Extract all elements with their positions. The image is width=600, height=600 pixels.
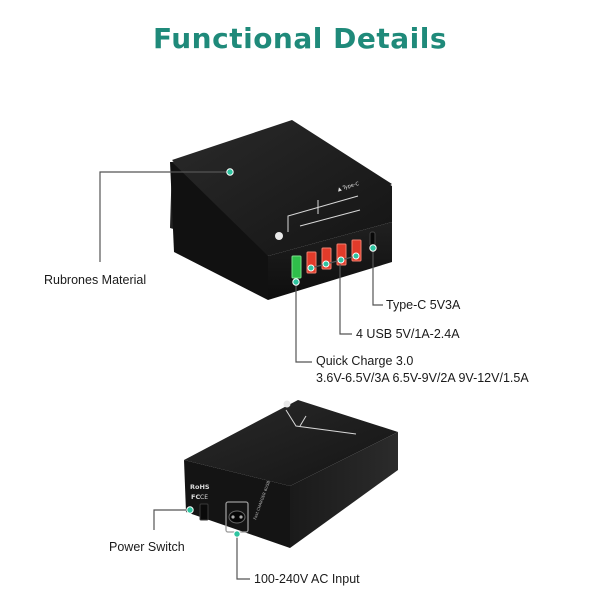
charger-back-top-surface bbox=[184, 400, 398, 486]
qc-dot bbox=[292, 278, 300, 286]
callout-rubrones-material: Rubrones Material bbox=[44, 273, 147, 287]
power-switch bbox=[199, 503, 209, 521]
callout-quick-charge-specs: 3.6V-6.5V/3A 6.5V-9V/2A 9V-12V/1.5A bbox=[316, 371, 529, 385]
qc-usb-port bbox=[291, 255, 302, 279]
back-print-pattern bbox=[285, 409, 357, 435]
page-title: Functional Details bbox=[153, 22, 447, 55]
ac-input-dot bbox=[233, 530, 241, 538]
ac-input-leader bbox=[236, 534, 250, 580]
ac-socket bbox=[228, 510, 246, 524]
usb-dot-4 bbox=[352, 252, 360, 260]
usb-dot-3 bbox=[337, 256, 345, 264]
charger-back-face bbox=[184, 460, 290, 548]
rubrones-dot bbox=[226, 168, 234, 176]
charger-back-side bbox=[290, 432, 398, 548]
usb-leader bbox=[339, 264, 352, 335]
qc-logo-icon bbox=[275, 232, 283, 240]
callout-ac-input: 100-240V AC Input bbox=[254, 572, 360, 586]
callout-usb: 4 USB 5V/1A-2.4A bbox=[356, 327, 460, 341]
power-switch-leader bbox=[153, 509, 190, 530]
power-switch-dot bbox=[186, 506, 194, 514]
usb-dot-2 bbox=[322, 260, 330, 268]
rubrones-leader bbox=[99, 171, 230, 262]
svg-text:FC: FC bbox=[191, 493, 200, 501]
svg-text:CE: CE bbox=[200, 494, 208, 501]
type-c-leader bbox=[372, 248, 383, 306]
qc-leader bbox=[295, 282, 312, 363]
usb-dot-1 bbox=[307, 264, 315, 272]
front-print-pattern bbox=[287, 195, 361, 232]
callout-type-c: Type-C 5V3A bbox=[386, 298, 461, 312]
back-logo-icon bbox=[283, 400, 291, 408]
charger-top-view: ▲ Type-C bbox=[170, 120, 392, 300]
type-c-port bbox=[369, 231, 376, 247]
svg-text:RoHS: RoHS bbox=[190, 483, 210, 491]
type-c-dot bbox=[369, 244, 377, 252]
callout-quick-charge: Quick Charge 3.0 bbox=[316, 354, 414, 368]
callout-dots bbox=[186, 168, 377, 538]
charger-back-view: RoHS FC CE Fast CHARGER 6USB bbox=[184, 400, 398, 548]
leader-lines bbox=[99, 171, 383, 580]
usb-leader-bar bbox=[310, 255, 357, 269]
charger-left-side bbox=[170, 162, 268, 300]
callout-power-switch: Power Switch bbox=[109, 540, 185, 554]
